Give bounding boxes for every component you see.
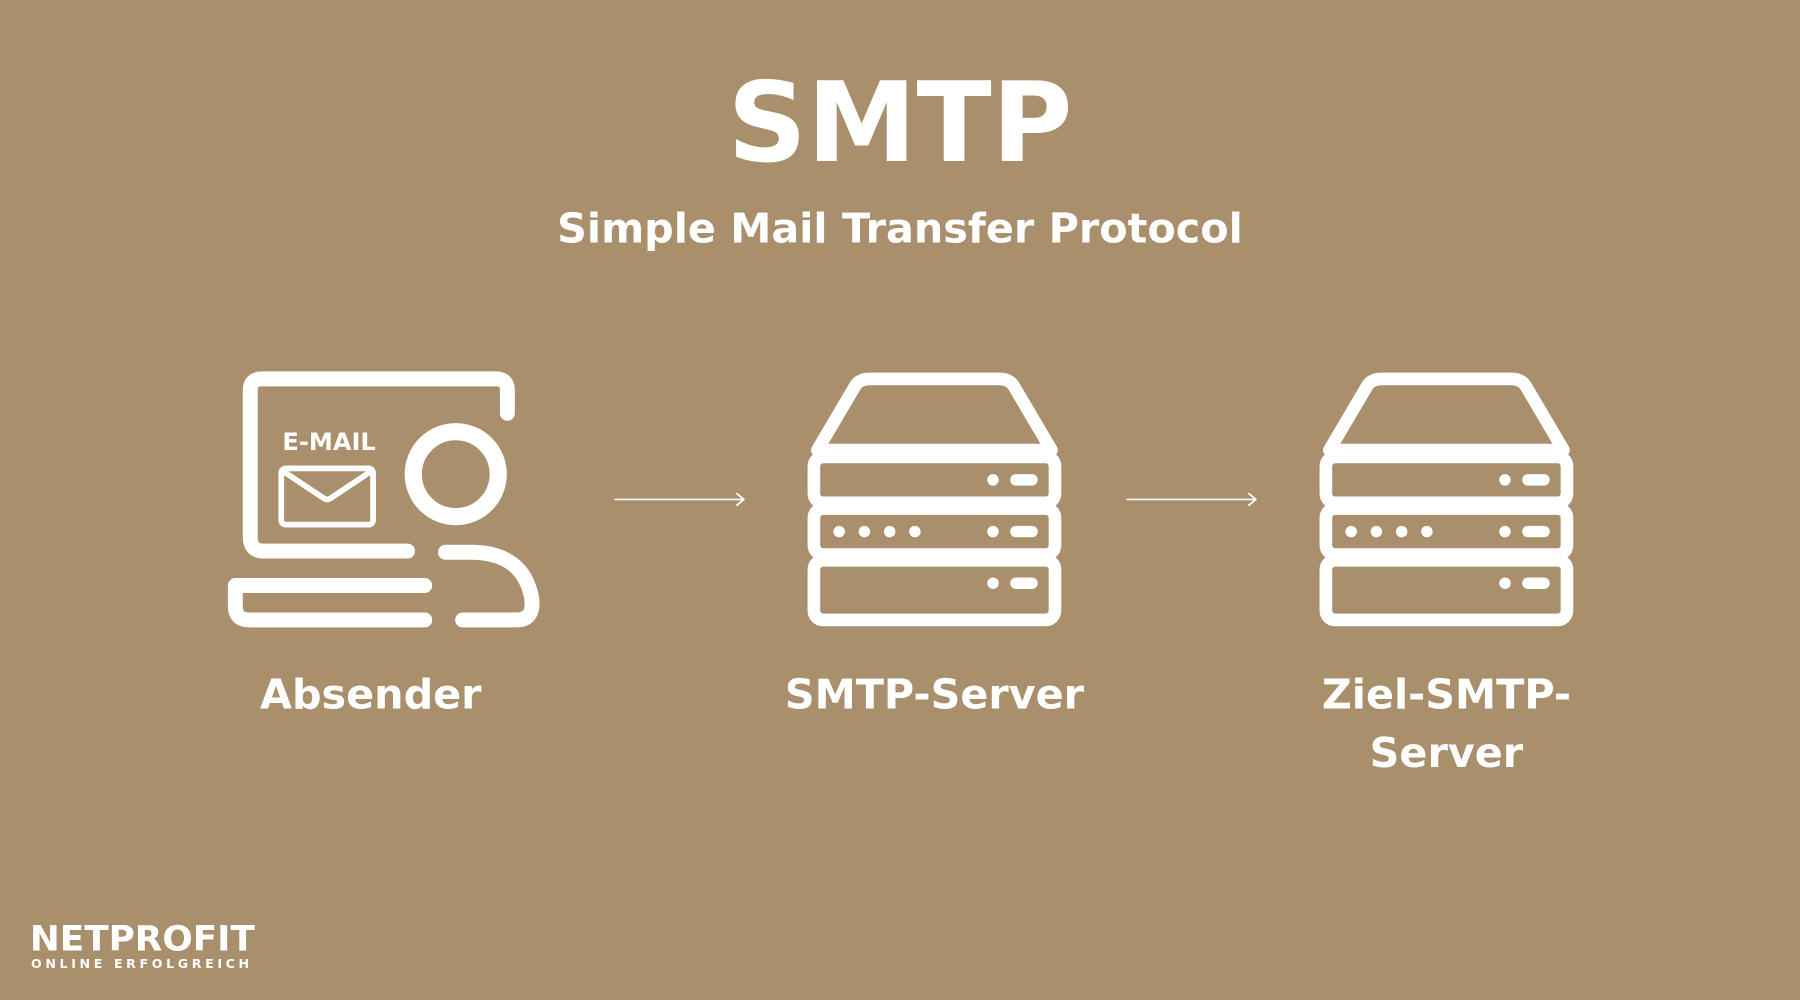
- arrow-icon: [614, 492, 745, 507]
- logo-tagline: ONLINE ERFOLGREICH: [31, 956, 249, 971]
- computer-user-email-icon: E-MAIL: [227, 371, 540, 628]
- server-icon: [1319, 372, 1574, 627]
- arrow-icon: [1126, 492, 1257, 507]
- node-label-smtp-server: SMTP-Server: [785, 670, 1085, 718]
- node-label-ziel-line1: Ziel-SMTP-: [1322, 670, 1571, 718]
- netprofit-logo: NETPROFIT ONLINE ERFOLGREICH: [30, 920, 256, 971]
- keyboard-icon: [227, 578, 433, 628]
- person-body-icon: [437, 544, 540, 628]
- logo-name: NETPROFIT: [30, 920, 256, 960]
- page-subtitle: Simple Mail Transfer Protocol: [557, 204, 1243, 252]
- node-label-absender: Absender: [260, 670, 482, 718]
- server-icon: [807, 372, 1062, 627]
- page-title: SMTP: [728, 59, 1073, 187]
- email-label: E-MAIL: [282, 428, 375, 456]
- envelope-icon: [278, 465, 376, 528]
- node-label-ziel-line2: Server: [1370, 729, 1524, 777]
